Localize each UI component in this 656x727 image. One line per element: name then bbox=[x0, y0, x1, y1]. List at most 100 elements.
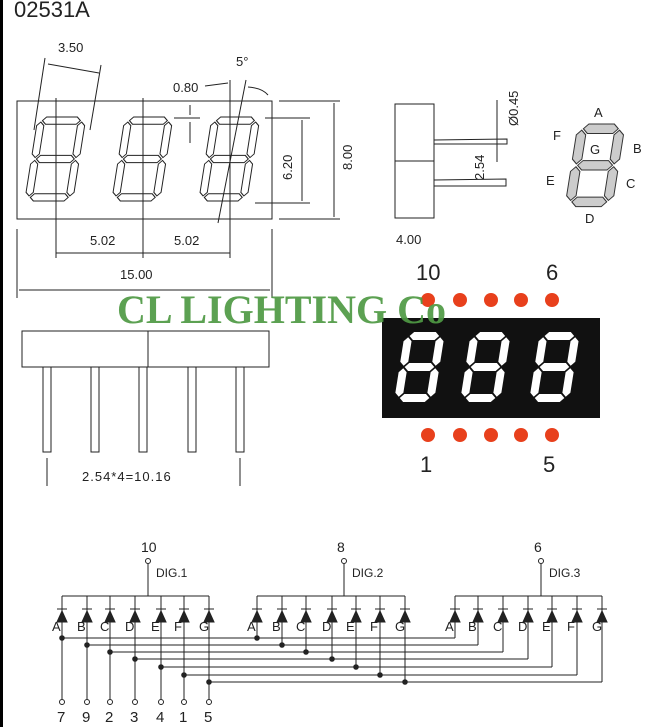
segment-pin-number: 1 bbox=[179, 709, 187, 726]
segment-e bbox=[395, 368, 407, 397]
front-view bbox=[16, 57, 340, 298]
side-pin bbox=[433, 178, 507, 187]
bottom-pin bbox=[187, 366, 197, 453]
segment-label: E bbox=[542, 619, 551, 634]
dim-height: 8.00 bbox=[340, 145, 355, 170]
pin-label-6: 6 bbox=[546, 260, 558, 285]
segment-f bbox=[400, 337, 412, 366]
segment-f bbox=[205, 121, 219, 159]
segment-e bbox=[530, 368, 542, 397]
dim-pitch-2: 5.02 bbox=[174, 233, 199, 248]
segment-e bbox=[25, 159, 39, 197]
part-number: 02531A bbox=[14, 0, 90, 22]
segment-label: E bbox=[151, 619, 160, 634]
segment-d bbox=[29, 193, 69, 202]
segment-g bbox=[470, 363, 501, 371]
segment-label: A bbox=[52, 619, 61, 634]
segment-b bbox=[159, 121, 173, 159]
segment-e bbox=[461, 368, 473, 397]
digit-label: DIG.1 bbox=[156, 566, 188, 580]
led-diode-icon bbox=[326, 609, 338, 623]
segment-c bbox=[240, 159, 254, 197]
segment-b bbox=[498, 337, 510, 366]
segment-d bbox=[465, 394, 496, 402]
segment-label: G bbox=[199, 619, 209, 634]
segment-e bbox=[199, 159, 213, 197]
pin-dot bbox=[484, 293, 498, 307]
segment-a bbox=[128, 116, 169, 125]
dim-digit-width: 3.50 bbox=[58, 40, 83, 55]
segment-f bbox=[466, 337, 478, 366]
segment-f bbox=[535, 337, 547, 366]
segment-g bbox=[404, 363, 435, 371]
segment-label: D bbox=[125, 619, 134, 634]
led-diode-icon bbox=[276, 609, 288, 623]
segment-a bbox=[41, 116, 82, 125]
segment-f bbox=[571, 129, 587, 165]
pin-dot bbox=[421, 293, 435, 307]
led-diode-icon bbox=[300, 609, 312, 623]
segment-a bbox=[409, 332, 440, 340]
common-pin-terminal bbox=[341, 558, 347, 564]
bottom-view-body bbox=[21, 330, 270, 368]
dim-pin-pitch: 2.54 bbox=[472, 155, 487, 180]
segment-label-e: E bbox=[546, 173, 555, 188]
segment-pin-terminal bbox=[206, 699, 212, 705]
segment-c bbox=[427, 368, 439, 397]
led-diode-icon bbox=[472, 609, 484, 623]
pin-dot bbox=[545, 293, 559, 307]
segment-d bbox=[534, 394, 565, 402]
led-diode-icon bbox=[56, 609, 68, 623]
segment-b bbox=[567, 337, 579, 366]
segment-pin-terminal bbox=[59, 699, 65, 705]
pin-label-1: 1 bbox=[420, 452, 432, 477]
dim-pin-spacing: 2.54*4=10.16 bbox=[82, 469, 172, 484]
common-pin-terminal bbox=[145, 558, 151, 564]
segment-g bbox=[209, 154, 250, 164]
segment-pin-number: 3 bbox=[130, 709, 138, 726]
pin-label-10: 10 bbox=[416, 260, 440, 285]
pin-dot bbox=[514, 293, 528, 307]
segment-label-f: F bbox=[553, 128, 561, 143]
segment-g bbox=[35, 154, 76, 164]
segment-label-a: A bbox=[594, 105, 603, 120]
led-diode-icon bbox=[571, 609, 583, 623]
segment-e bbox=[566, 166, 581, 202]
segment-label-d: D bbox=[585, 211, 594, 226]
segment-label: E bbox=[346, 619, 355, 634]
segment-a bbox=[475, 332, 506, 340]
segment-d bbox=[571, 196, 608, 208]
segment-c bbox=[153, 159, 167, 197]
segment-label: D bbox=[518, 619, 527, 634]
segment-e bbox=[112, 159, 126, 197]
segment-label: G bbox=[592, 619, 602, 634]
segment-pin-number: 2 bbox=[105, 709, 113, 726]
segment-label: F bbox=[567, 619, 575, 634]
led-diode-icon bbox=[81, 609, 93, 623]
bottom-view bbox=[21, 330, 270, 486]
bottom-pin bbox=[90, 366, 100, 453]
segment-label: G bbox=[395, 619, 405, 634]
segment-c bbox=[603, 166, 619, 202]
segment-pin-terminal bbox=[158, 699, 164, 705]
digit-label: DIG.3 bbox=[549, 566, 581, 580]
led-diode-icon bbox=[546, 609, 558, 623]
segment-pin-number: 7 bbox=[57, 709, 65, 726]
segment-label: F bbox=[174, 619, 182, 634]
segment-a bbox=[582, 123, 620, 134]
bottom-pin bbox=[235, 366, 245, 453]
dim-depth: 4.00 bbox=[396, 232, 421, 247]
led-diode-icon bbox=[350, 609, 362, 623]
segment-b bbox=[72, 121, 86, 159]
pin-dot bbox=[484, 428, 498, 442]
led-diode-icon bbox=[374, 609, 386, 623]
common-pin-terminal bbox=[538, 558, 544, 564]
segment-label: B bbox=[77, 619, 86, 634]
segment-a bbox=[215, 116, 256, 125]
segment-g bbox=[576, 160, 614, 171]
segment-g bbox=[539, 363, 570, 371]
pin-dot bbox=[514, 428, 528, 442]
segment-pin-number: 5 bbox=[204, 709, 212, 726]
